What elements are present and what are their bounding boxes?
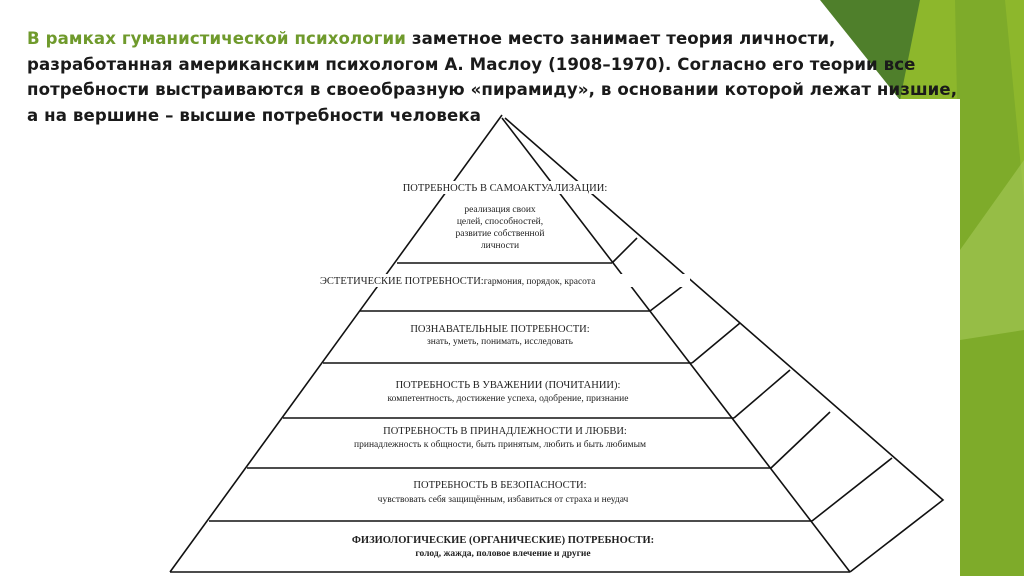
level-3-desc: принадлежность к общности, быть принятым… <box>354 439 646 450</box>
side-divider <box>649 284 685 312</box>
level-1-desc: голод, жажда, половое влечение и другие <box>415 549 590 559</box>
level-7-line: личности <box>481 241 519 251</box>
level-6-title: ЭСТЕТИЧЕСКИЕ ПОТРЕБНОСТИ: <box>320 276 484 287</box>
level-7-title: ПОТРЕБНОСТЬ В САМОАКТУАЛИЗАЦИИ: <box>403 183 608 194</box>
side-divider <box>733 369 791 419</box>
side-divider <box>611 237 638 264</box>
highlight-green-shape <box>960 160 1024 340</box>
level-2-title: ПОТРЕБНОСТЬ В БЕЗОПАСНОСТИ: <box>413 480 586 491</box>
pyramid-image-background <box>162 99 960 576</box>
side-divider <box>770 411 831 469</box>
side-divider <box>691 322 741 364</box>
level-6-desc: гармония, порядок, красота <box>484 277 596 287</box>
level-1-title: ФИЗИОЛОГИЧЕСКИЕ (ОРГАНИЧЕСКИЕ) ПОТРЕБНОС… <box>352 535 654 546</box>
intro-accent: В рамках гуманистической психологии <box>27 29 406 48</box>
side-divider <box>811 457 893 522</box>
level-5-title: ПОЗНАВАТЕЛЬНЫЕ ПОТРЕБНОСТИ: <box>410 324 589 335</box>
level-5-desc: знать, уметь, понимать, исследовать <box>427 337 574 347</box>
level-7-line: реализация своих <box>464 205 536 215</box>
intro-text: заметное место занимает теория личности,… <box>27 29 958 125</box>
level-4-desc: компетентность, достижение успеха, одобр… <box>388 393 629 404</box>
intro-paragraph: В рамках гуманистической психологии заме… <box>27 26 967 128</box>
level-2-desc: чувствовать себя защищённым, избавиться … <box>378 494 629 505</box>
level-4-title: ПОТРЕБНОСТЬ В УВАЖЕНИИ (ПОЧИТАНИИ): <box>396 380 621 391</box>
pyramid-side-outer-edge <box>504 117 945 573</box>
level-7-line: развитие собственной <box>456 228 545 239</box>
level-7-line: целей, способностей, <box>457 216 543 227</box>
level-3-title: ПОТРЕБНОСТЬ В ПРИНАДЛЕЖНОСТИ И ЛЮБВИ: <box>383 426 627 437</box>
level-6: ЭСТЕТИЧЕСКИЕ ПОТРЕБНОСТИ:гармония, поряд… <box>320 276 596 287</box>
